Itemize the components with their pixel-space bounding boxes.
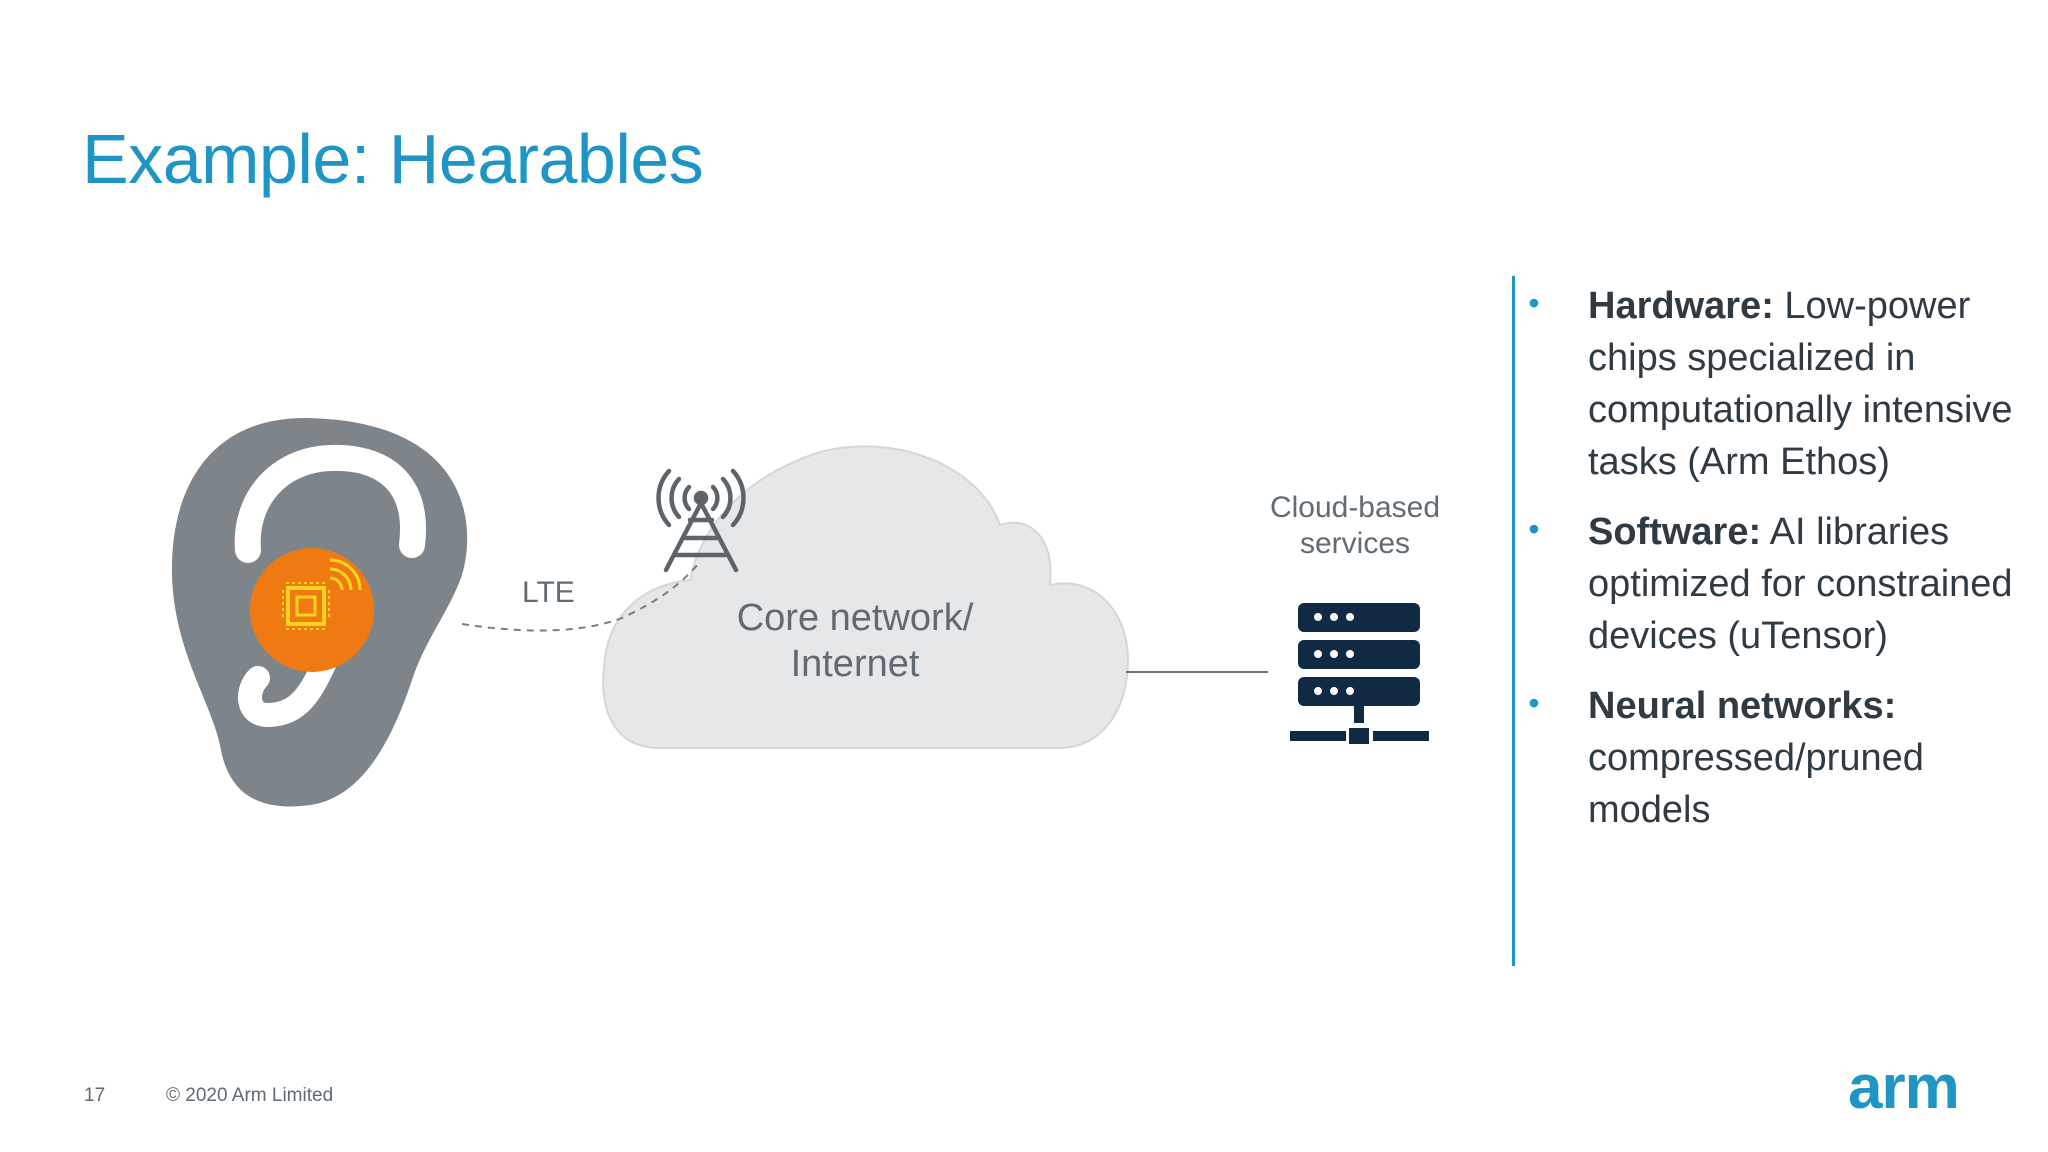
arm-logo: arm <box>1848 1058 1960 1120</box>
bullet-neural-networks: • Neural networks: compressed/pruned mod… <box>1525 680 2025 836</box>
slide-title: Example: Hearables <box>82 119 704 198</box>
cloud-services-label-line1: Cloud-based <box>1269 491 1441 524</box>
bullet-term: Neural networks: <box>1588 685 1897 727</box>
core-network-label-line2: Internet <box>790 642 920 685</box>
page-number: 17 <box>84 1085 106 1106</box>
bullet-dot-icon: • <box>1528 685 1540 721</box>
bullet-dot-icon: • <box>1528 511 1540 547</box>
bullet-text: AI libraries optimized for constrained d… <box>1588 511 2013 657</box>
cell-tower-icon <box>656 468 746 573</box>
bullet-dot-icon: • <box>1528 285 1540 321</box>
bullet-software: • Software: AI libraries optimized for c… <box>1525 506 2025 662</box>
chip-badge-icon <box>250 548 374 672</box>
bullet-text: Low-power chips specialized in computati… <box>1588 285 2013 483</box>
cloud-services-label-line2: services <box>1299 527 1411 560</box>
core-network-label: Core network/ Internet <box>700 596 1010 687</box>
bullet-term: Software: <box>1588 511 1762 553</box>
core-network-label-line1: Core network/ <box>736 597 974 639</box>
arm-logo-text: arm <box>1848 1058 1959 1120</box>
lte-link-line <box>461 561 701 632</box>
bullet-hardware: • Hardware: Low-power chips specialized … <box>1525 280 2025 488</box>
bullet-term: Hardware: <box>1588 285 1774 327</box>
copyright-notice: © 2020 Arm Limited <box>166 1085 334 1106</box>
lte-label: LTE <box>522 576 575 609</box>
bullet-list: • Hardware: Low-power chips specialized … <box>1525 280 2025 854</box>
cloud-services-label: Cloud-based services <box>1250 490 1460 562</box>
vertical-divider <box>1512 276 1515 966</box>
server-rack-icon <box>1290 603 1429 744</box>
bullet-text: compressed/pruned models <box>1588 737 1924 831</box>
